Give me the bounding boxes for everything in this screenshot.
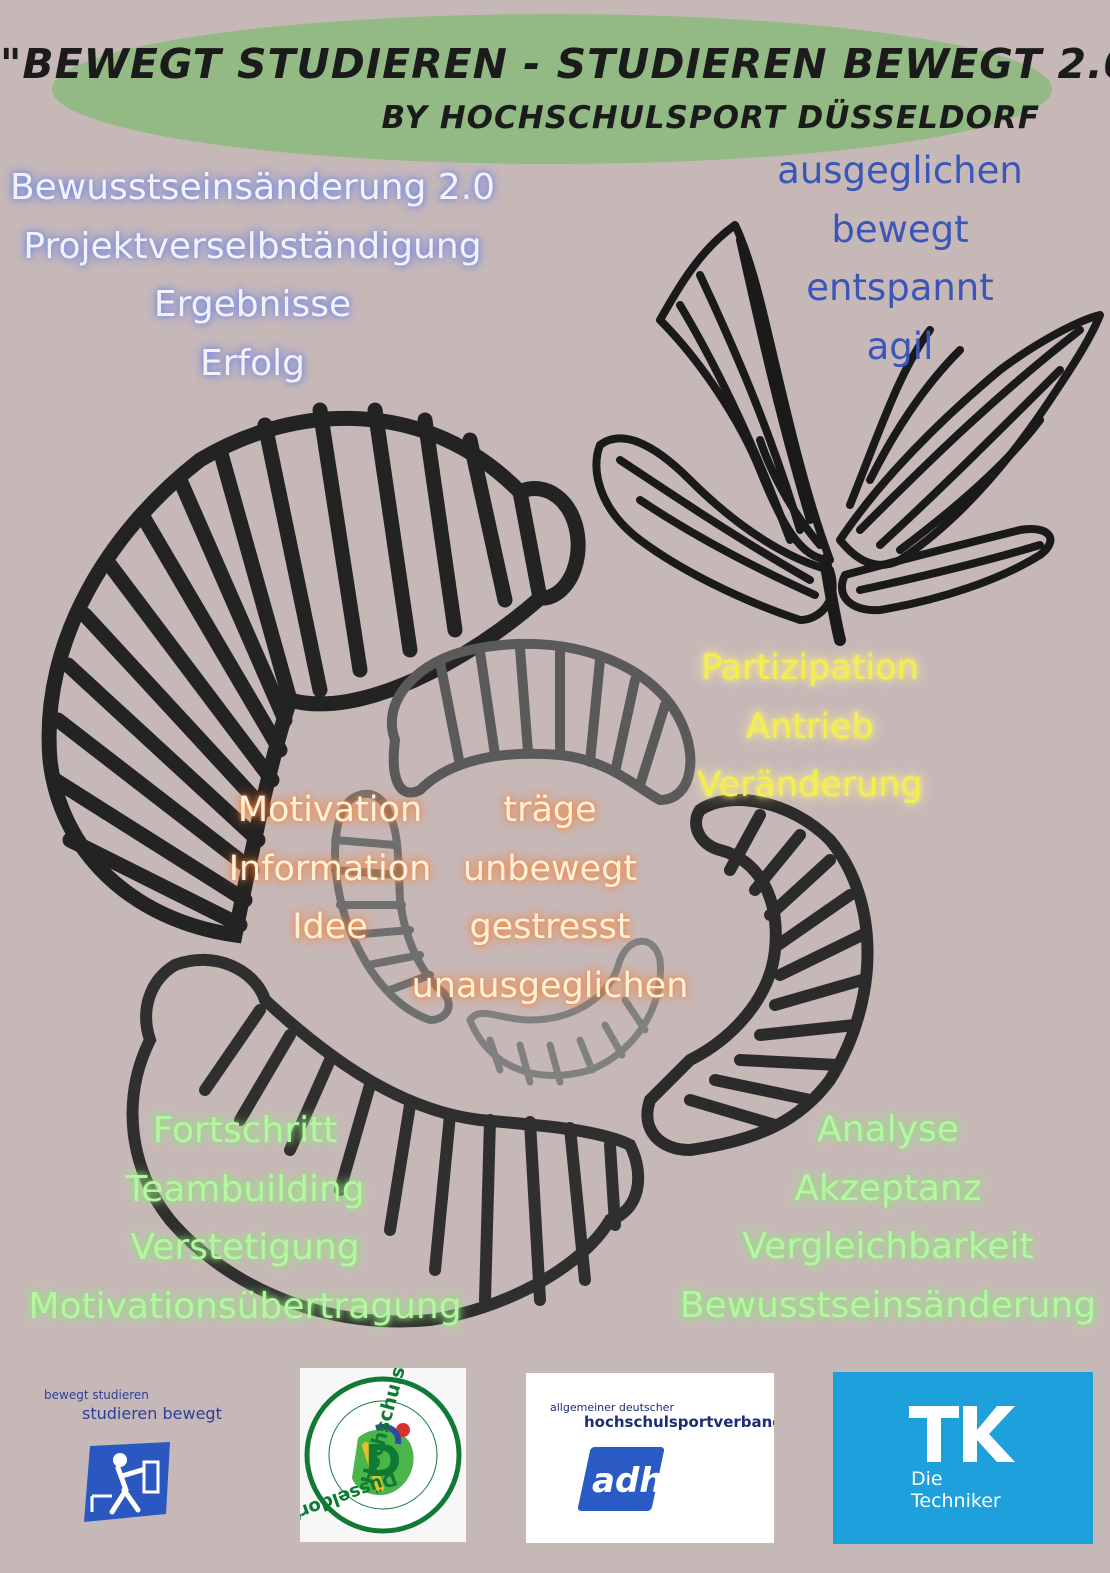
larva-small-icon [331, 789, 453, 1025]
tk-mark-icon [909, 1406, 1015, 1462]
word-item: Erfolg [199, 342, 306, 384]
word-list-bottom-right: Analyse Akzeptanz Vergleichbarkeit Bewus… [668, 1101, 1108, 1335]
word-item: Verstetigung [130, 1227, 360, 1268]
word-list-middle-right: Partizipation Antrieb Veränderung [670, 639, 950, 815]
word-item: Antrieb [746, 706, 874, 747]
word-item: Analyse [817, 1109, 959, 1150]
word-item: bewegt [831, 207, 969, 251]
tk-text: Die Techniker [911, 1468, 1001, 1512]
logo-text: studieren bewegt [82, 1404, 222, 1423]
larva-right-icon [641, 794, 874, 1157]
word-list-top-right: ausgeglichen bewegt entspannt agil [765, 142, 1035, 376]
word-list-center-right: träge unbewegt gestresst unausgeglichen [400, 781, 700, 1015]
word-list-center-left: Motivation Information Idee [215, 781, 445, 957]
word-item: Akzeptanz [794, 1167, 982, 1209]
larva-tiny-icon [466, 937, 664, 1086]
butterfly-icon [592, 221, 1104, 646]
tk-logo: Die Techniker [833, 1372, 1093, 1544]
hochschulsport-duesseldorf-logo: D Hochschulsport Düsseldorf [300, 1368, 466, 1542]
word-item: ausgeglichen [777, 149, 1023, 192]
larva-bottom-icon [126, 954, 645, 1328]
word-item: Information [228, 848, 432, 889]
adh-mark-text: adh [592, 1461, 664, 1501]
word-item: Bewusstseinsänderung 2.0 [9, 167, 496, 208]
page-title: "BEWEGT STUDIEREN - STUDIEREN BEWEGT 2.0… [0, 40, 1110, 88]
seal-letter: D [365, 1436, 402, 1487]
word-item: entspannt [806, 266, 994, 309]
word-item: Fortschritt [152, 1110, 338, 1151]
word-item: Bewusstseinsänderung [679, 1284, 1097, 1326]
word-item: Veränderung [697, 765, 923, 805]
larva-middle-icon [386, 638, 696, 806]
desk-figure-icon [84, 1442, 170, 1522]
word-list-bottom-left: Fortschritt Teambuilding Verstetigung Mo… [0, 1102, 490, 1336]
word-item: Projektverselbständigung [23, 225, 482, 267]
logo-text: bewegt studieren [44, 1388, 149, 1402]
bewegt-studieren-logo: bewegt studieren studieren bewegt [34, 1380, 244, 1530]
page-subtitle: BY HOCHSCHULSPORT DÜSSELDORF [381, 100, 1040, 136]
logo-text: allgemeiner deutscher [550, 1401, 674, 1414]
word-item: agil [866, 324, 934, 368]
word-item: Ergebnisse [153, 284, 352, 325]
word-item: träge [503, 790, 597, 830]
word-item: Idee [292, 907, 368, 947]
word-item: Teambuilding [125, 1168, 365, 1210]
tk-line: Techniker [911, 1490, 1001, 1512]
word-item: Partizipation [701, 648, 919, 688]
word-item: Motivation [237, 790, 423, 830]
word-item: Motivationsübertragung [28, 1285, 462, 1327]
larva-large-icon [41, 402, 586, 944]
word-item: gestresst [469, 907, 631, 947]
hochschulsport-seal-icon: D Hochschulsport Düsseldorf [300, 1368, 462, 1534]
word-item: unbewegt [462, 848, 638, 889]
adh-logo: allgemeiner deutscher hochschulsportverb… [526, 1373, 774, 1543]
header-banner [52, 14, 1052, 164]
word-item: Vergleichbarkeit [742, 1226, 1034, 1267]
tk-line: Die [911, 1468, 943, 1490]
word-list-top-left: Bewusstseinsänderung 2.0 Projektverselbs… [0, 159, 505, 393]
logo-text: hochschulsportverband [584, 1413, 774, 1431]
word-item: unausgeglichen [411, 965, 689, 1006]
